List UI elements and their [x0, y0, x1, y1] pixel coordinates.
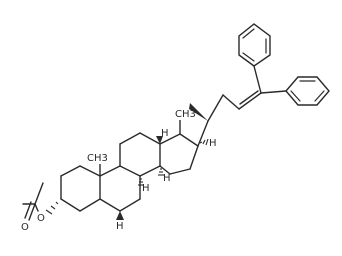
h5-label: H [116, 221, 124, 232]
h17-label: H [209, 138, 217, 149]
phenyl-ring-2 [285, 76, 330, 106]
h-c8: H [156, 128, 169, 144]
h8-label: H [161, 128, 169, 139]
acetate-group: O O [21, 182, 59, 233]
ester-oxygen: O [37, 213, 45, 224]
methyl-c10: CH3 [86, 150, 108, 177]
h-c17: H [199, 138, 217, 149]
h-c5: H [116, 211, 124, 232]
methyl-c13-label: CH3 [175, 109, 196, 120]
ring-c [119, 132, 161, 177]
h9-label: H [142, 183, 150, 194]
h14-label: H [163, 173, 171, 184]
h-c9: H [138, 178, 150, 194]
ring-a [60, 165, 101, 212]
ring-b [99, 165, 141, 212]
h-c14: H [158, 168, 171, 184]
ring-d [159, 133, 199, 175]
carbonyl-oxygen: O [21, 222, 29, 233]
side-chain [189, 65, 287, 147]
phenyl-ring-1 [238, 23, 271, 67]
methyl-c10-label: CH3 [87, 153, 108, 164]
